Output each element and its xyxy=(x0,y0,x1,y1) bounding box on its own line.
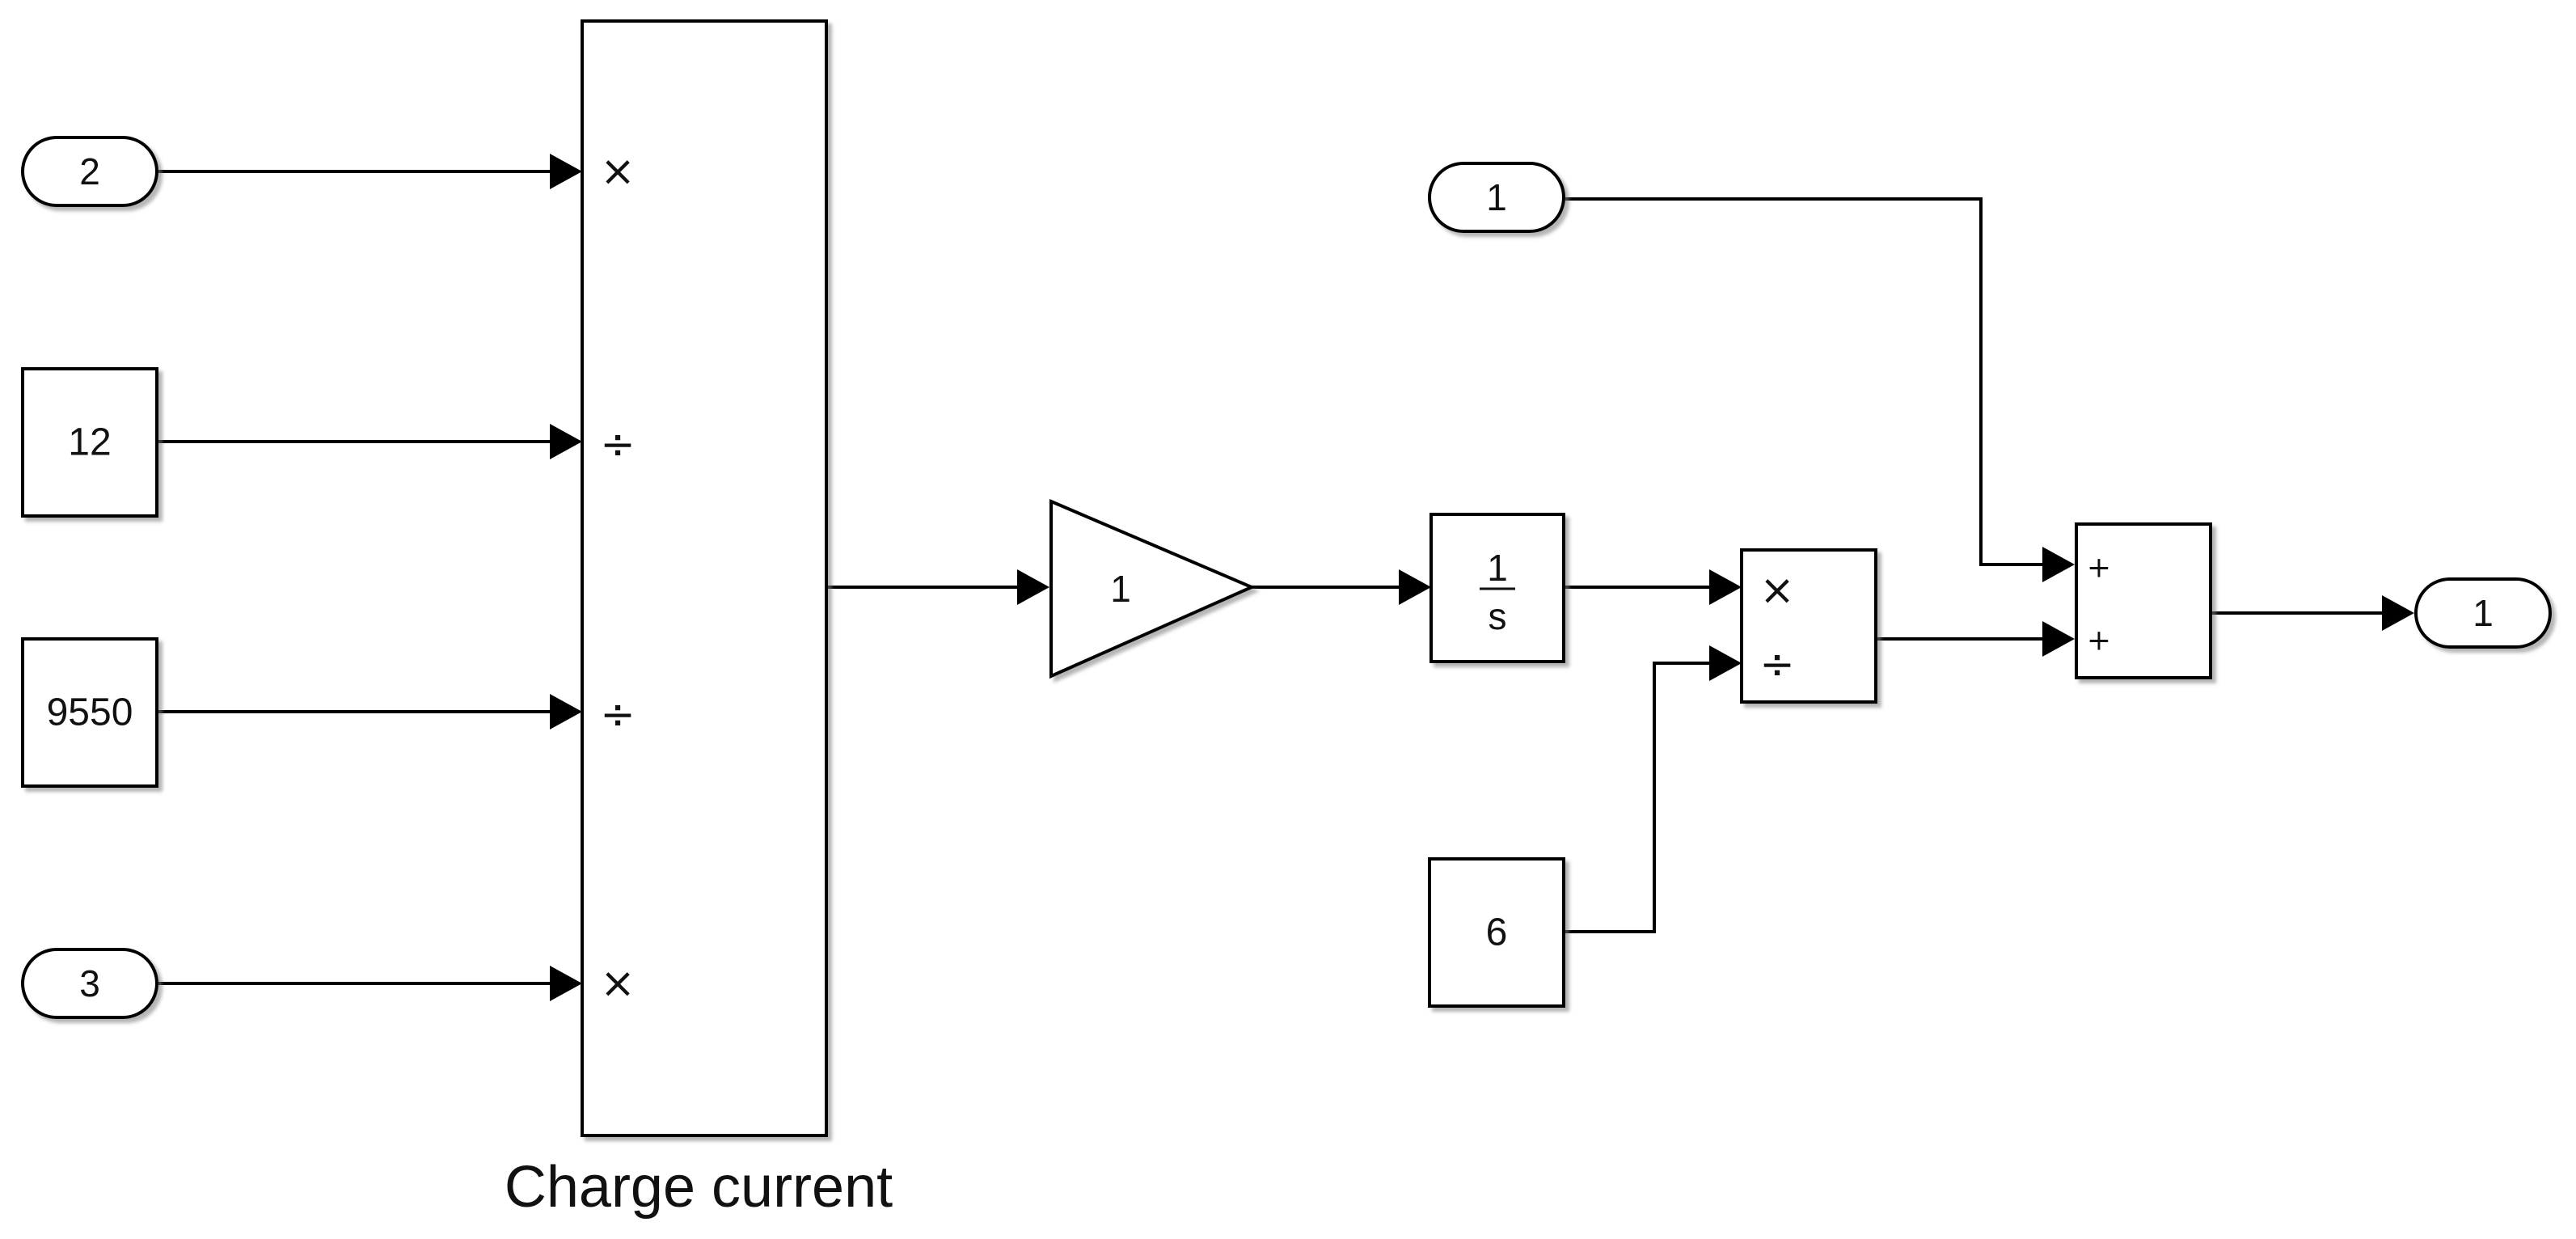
block-name-label: Charge current xyxy=(505,1155,893,1220)
wire-arrowhead xyxy=(2042,621,2075,657)
wire-arrowhead xyxy=(550,424,582,459)
product-sign-divide: ÷ xyxy=(1759,641,1795,689)
product-sign-divide: ÷ xyxy=(600,421,636,469)
wire-const6-to-product2[interactable] xyxy=(1565,662,1709,933)
constant-value: 12 xyxy=(68,421,111,464)
outport-number: 1 xyxy=(2473,592,2494,634)
product-block-small[interactable]: × ÷ xyxy=(1740,548,1877,704)
inport-2[interactable]: 2 xyxy=(21,136,158,207)
inport-number: 1 xyxy=(1486,176,1507,218)
product-sign-multiply: × xyxy=(600,147,636,196)
integrator-denominator: s xyxy=(1489,595,1507,637)
wire-arrowhead xyxy=(1709,645,1742,681)
integrator-numerator: 1 xyxy=(1487,547,1508,589)
sum-block[interactable]: + + xyxy=(2075,522,2212,679)
wire-arrowhead xyxy=(550,694,582,729)
outport-1[interactable]: 1 xyxy=(2414,577,2552,649)
product-sign-multiply: × xyxy=(600,959,636,1008)
wire-arrowhead xyxy=(2382,595,2414,631)
integrator-block[interactable]: 1 s xyxy=(1429,513,1565,663)
gain-block[interactable]: 1 xyxy=(1049,498,1256,679)
product-sign-divide: ÷ xyxy=(600,691,636,739)
sum-sign-plus: + xyxy=(2087,552,2111,585)
constant-6[interactable]: 6 xyxy=(1428,857,1565,1008)
inport-number: 3 xyxy=(79,962,100,1004)
constant-value: 6 xyxy=(1486,911,1508,954)
constant-value: 9550 xyxy=(47,691,133,734)
wire-arrowhead xyxy=(1017,569,1049,605)
product-sign-multiply: × xyxy=(1759,566,1795,615)
product-block-charge-current[interactable]: × ÷ ÷ × xyxy=(581,19,828,1137)
wire-inport1-to-sum[interactable] xyxy=(1565,197,2042,566)
wire-arrowhead xyxy=(1709,569,1742,605)
sum-sign-plus: + xyxy=(2087,624,2111,658)
wire-arrowhead xyxy=(2042,547,2075,582)
gain-value: 1 xyxy=(1110,568,1131,610)
inport-3[interactable]: 3 xyxy=(21,948,158,1019)
wires xyxy=(158,154,2414,1001)
inport-1[interactable]: 1 xyxy=(1428,162,1565,233)
constant-12[interactable]: 12 xyxy=(21,367,158,518)
inport-number: 2 xyxy=(79,150,100,192)
wire-arrowhead xyxy=(550,154,582,189)
constant-9550[interactable]: 9550 xyxy=(21,637,158,788)
wire-arrowhead xyxy=(1399,569,1431,605)
wire-arrowhead xyxy=(550,966,582,1001)
